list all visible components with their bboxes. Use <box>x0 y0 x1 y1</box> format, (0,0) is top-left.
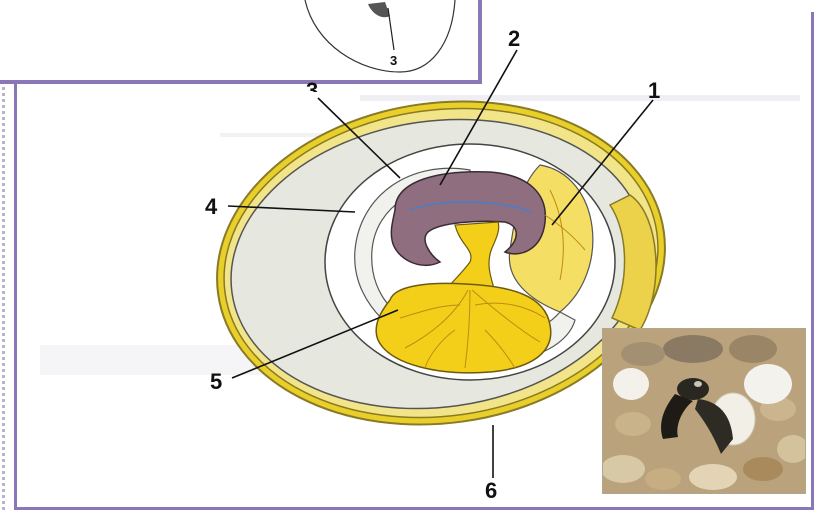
label-6: 6 <box>485 480 497 502</box>
egg-white <box>613 368 649 400</box>
label-4: 4 <box>205 196 217 218</box>
yolk-sac <box>376 283 551 372</box>
egg-white <box>744 364 792 404</box>
hatchling-photo <box>602 328 806 494</box>
turtle-eye <box>694 381 702 387</box>
label-1: 1 <box>648 80 660 102</box>
inset-diagram <box>0 0 478 80</box>
inset-label-3: 3 <box>390 54 397 67</box>
hatching-turtle-photo-icon <box>603 329 805 493</box>
inset-panel: 3 <box>0 0 482 84</box>
label-2: 2 <box>508 28 520 50</box>
watermark-band <box>40 345 270 375</box>
watermark-band <box>360 95 800 101</box>
label-3: 3 <box>306 80 318 92</box>
label-5: 5 <box>210 371 222 393</box>
